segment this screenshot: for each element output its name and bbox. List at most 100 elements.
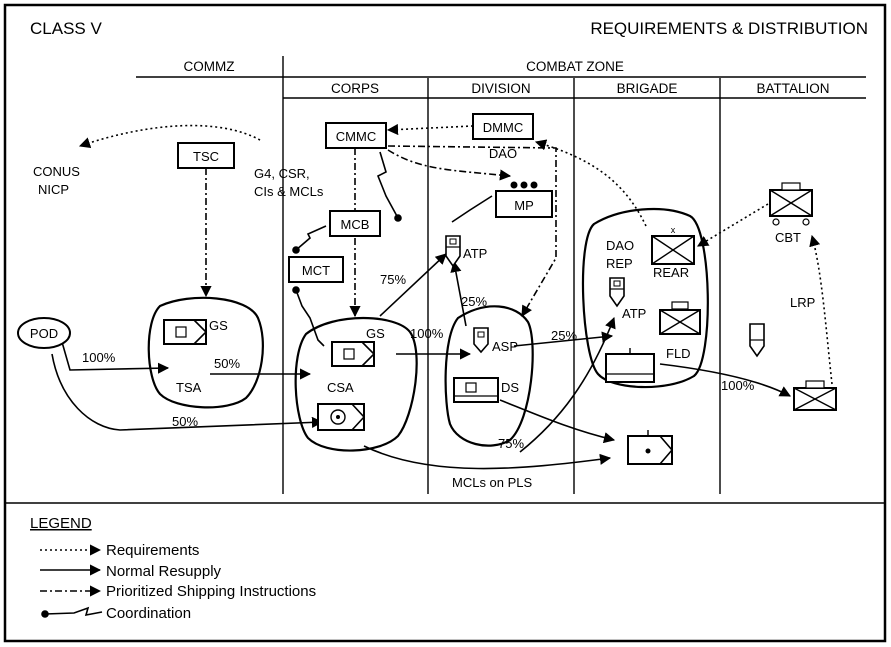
mcb-label: MCB <box>341 217 370 232</box>
coordination-dot <box>292 246 300 254</box>
pct-csa-asp: 100% <box>410 326 444 341</box>
brigade-support-icon <box>605 348 655 383</box>
zone-corps: CORPS <box>331 81 379 96</box>
asp-icon <box>473 327 489 354</box>
csa-label: CSA <box>327 380 354 395</box>
conus-label: CONUS <box>33 164 80 179</box>
tsa-area <box>147 296 264 409</box>
class-title: CLASS V <box>30 19 102 38</box>
csa-to-atp-75 <box>379 253 447 317</box>
nicp-label: NICP <box>38 182 69 197</box>
mp-label: MP <box>514 198 534 213</box>
csa-gs-icon <box>331 341 376 367</box>
asp-area <box>444 305 534 447</box>
g4-line-2: CIs & MCLs <box>254 184 324 199</box>
atp-brigade-label: ATP <box>622 306 646 321</box>
zone-division: DIVISION <box>471 81 530 96</box>
atp-brigade-icon <box>609 277 625 308</box>
mp-echelon-dot <box>510 181 518 189</box>
mp-echelon-dot <box>530 181 538 189</box>
req-cbt-to-rear <box>697 203 769 247</box>
cbt-label: CBT <box>775 230 801 245</box>
tsa-gs-icon <box>163 319 208 345</box>
legend-coordination-symbol <box>41 606 103 618</box>
mcls-on-pls <box>363 445 612 470</box>
battalion-unit-icon <box>793 380 837 411</box>
coordination-mct-csa <box>295 289 325 347</box>
legend-coordination: Coordination <box>106 605 191 622</box>
pct-pod-csa: 50% <box>172 414 198 429</box>
coordination-dot <box>394 214 402 222</box>
mcls-on-pls-label: MCLs on PLS <box>452 475 533 490</box>
dao-rep-line-1: DAO <box>606 238 634 253</box>
mp-node <box>495 190 553 218</box>
pct-asp-brigade: 25% <box>551 328 577 343</box>
pod-to-csa-50 <box>51 353 324 431</box>
pct-asp-atp: 25% <box>461 294 487 309</box>
ds-icon <box>453 377 499 403</box>
coordination-cmmc-mcb <box>376 151 399 219</box>
rear-label: REAR <box>653 265 689 280</box>
asp-label: ASP <box>492 339 518 354</box>
coordination-mp-atp <box>451 195 493 223</box>
cmmc-node <box>325 122 387 149</box>
asp-to-brigade-25 <box>513 331 614 347</box>
csa-wheel-icon <box>317 403 366 431</box>
outer-frame <box>3 3 887 643</box>
psi-cmmc-to-mp <box>387 149 512 181</box>
atp-division-icon <box>445 235 461 268</box>
csa-gs-label: GS <box>366 326 385 341</box>
fld-to-battalion-100 <box>659 363 791 397</box>
ds-to-forward <box>499 399 616 444</box>
asp-to-atp-25 <box>450 260 467 327</box>
legend-prioritized: Prioritized Shipping Instructions <box>106 583 316 600</box>
legend-requirements: Requirements <box>106 542 199 559</box>
ds-to-atp-75 <box>519 316 616 453</box>
lrp-requirement <box>809 234 833 385</box>
fld-icon <box>659 301 701 335</box>
mct-node <box>288 256 344 283</box>
pct-pod-tsa: 100% <box>82 350 116 365</box>
fld-label: FLD <box>666 346 691 361</box>
req-dmmc-to-cmmc <box>386 123 474 136</box>
battalion-ammo-icon <box>749 323 765 358</box>
pod-label: POD <box>30 326 58 341</box>
g4-line-1: G4, CSR, <box>254 166 310 181</box>
tsa-label: TSA <box>176 380 202 395</box>
req-tsc-to-conus <box>78 124 261 149</box>
mct-label: MCT <box>302 263 330 278</box>
zone-battalion: BATTALION <box>756 81 829 96</box>
legend-normal-resupply: Normal Resupply <box>106 563 222 580</box>
zone-commz: COMMZ <box>184 59 235 74</box>
tsa-gs-label: GS <box>209 318 228 333</box>
cmmc-label: CMMC <box>336 129 376 144</box>
legend-title: LEGEND <box>30 515 92 532</box>
zone-brigade: BRIGADE <box>617 81 678 96</box>
psi-cmmc-to-asp <box>387 145 557 317</box>
tsc-node <box>177 142 235 169</box>
pct-fld-battalion: 100% <box>721 378 755 393</box>
pct-tsa-csa: 50% <box>214 356 240 371</box>
dmmc-node <box>472 113 534 140</box>
cbt-icon <box>769 182 813 226</box>
pod-to-tsa-100 <box>61 341 170 374</box>
tsc-label: TSC <box>193 149 219 164</box>
coordination-dot <box>292 286 300 294</box>
zone-combat: COMBAT ZONE <box>526 59 624 74</box>
atp-division-label: ATP <box>463 246 487 261</box>
req-brigade-to-dmmc <box>534 139 647 227</box>
pct-ds-atp: 75% <box>498 436 524 451</box>
lrp-label: LRP <box>790 295 815 310</box>
svg-text:x: x <box>671 225 676 235</box>
dao-rep-line-2: REP <box>606 256 633 271</box>
diagram-title: REQUIREMENTS & DISTRIBUTION <box>590 19 868 38</box>
dmmc-label: DMMC <box>483 120 523 135</box>
forward-unit-icon <box>627 430 674 465</box>
pod-node <box>17 317 71 349</box>
pct-csa-atp: 75% <box>380 272 406 287</box>
mp-echelon-dot <box>520 181 528 189</box>
rear-icon: x <box>651 225 695 265</box>
ds-label: DS <box>501 380 519 395</box>
